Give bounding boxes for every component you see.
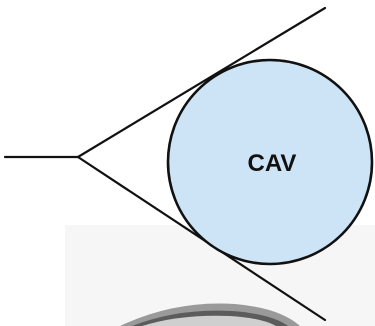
photo-metal-rim-highlight — [142, 315, 276, 326]
upper-tangent-line — [76, 6, 327, 159]
cav-label: CAV — [248, 150, 297, 177]
cav-circle — [166, 58, 374, 266]
